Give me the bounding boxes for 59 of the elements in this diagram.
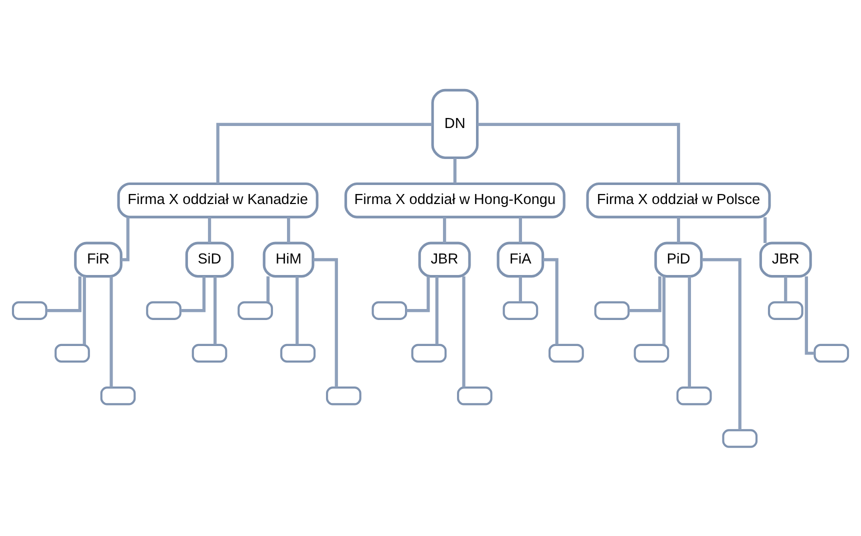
connector: [406, 276, 430, 312]
node-box: [192, 343, 228, 362]
connector: [628, 276, 662, 312]
connector: [287, 216, 290, 242]
node-box: [548, 343, 584, 362]
connector: [662, 276, 666, 344]
connector: [518, 276, 522, 302]
connector: [442, 216, 446, 242]
node-box: [768, 300, 804, 320]
connector: [46, 276, 82, 312]
node-box: SiD: [185, 241, 234, 278]
connector: [804, 276, 815, 354]
node-box: [100, 386, 136, 405]
node-box: JBR: [759, 241, 812, 278]
connector: [313, 258, 338, 387]
node-box: [411, 343, 447, 362]
node-box: [457, 386, 492, 405]
connector: [478, 122, 680, 184]
node-box: [238, 300, 273, 320]
node-box: PiD: [654, 241, 703, 278]
node-box: [54, 343, 90, 362]
connector: [764, 216, 767, 242]
connector: [216, 122, 432, 184]
node-box: Firma X oddział w Kanadzie: [117, 182, 318, 218]
connector: [702, 258, 742, 430]
connector: [453, 158, 456, 183]
node-box: [372, 300, 408, 320]
connector: [435, 276, 438, 344]
node-box: FiR: [74, 241, 122, 278]
node-box: Firma X oddział w Hong-Kongu: [344, 182, 566, 218]
node-box: [146, 300, 182, 320]
connector: [462, 276, 466, 387]
connector: [266, 276, 270, 302]
node-box: [676, 386, 712, 405]
node-box: [326, 386, 362, 405]
connector: [518, 216, 522, 242]
node-box: JBR: [418, 241, 471, 278]
connector: [542, 258, 558, 344]
connector: [676, 216, 680, 242]
connector: [208, 216, 212, 242]
connector: [296, 276, 299, 344]
node-box: DN: [431, 88, 479, 159]
node-box: [634, 343, 670, 362]
node-box: [594, 300, 630, 320]
connector: [82, 276, 86, 344]
connector: [784, 276, 788, 302]
connector: [688, 276, 691, 387]
node-box: [502, 300, 538, 320]
connector: [110, 276, 113, 387]
connector: [180, 276, 206, 312]
node-box: [814, 343, 850, 362]
node-box: FiA: [496, 241, 544, 278]
node-box: [280, 343, 316, 362]
node-box: [722, 428, 758, 448]
node-box: [12, 300, 48, 320]
connector: [214, 276, 217, 344]
node-box: Firma X oddział w Polsce: [586, 182, 771, 218]
node-box: HiM: [262, 241, 314, 278]
connector: [121, 216, 130, 261]
